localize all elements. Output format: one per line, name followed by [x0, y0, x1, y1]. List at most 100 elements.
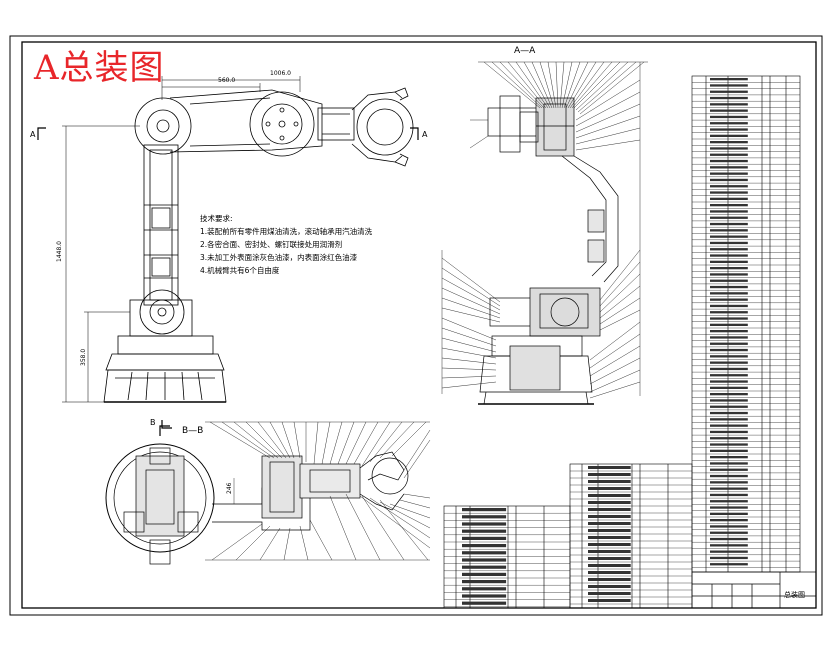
illegible-text-mark — [710, 487, 748, 490]
illegible-text-mark — [462, 601, 507, 605]
illegible-text-mark — [710, 418, 748, 421]
illegible-text-mark — [710, 197, 748, 200]
illegible-text-mark — [462, 572, 507, 576]
illegible-text-mark — [710, 519, 748, 522]
illegible-text-mark — [462, 587, 507, 591]
illegible-text-mark — [710, 229, 748, 232]
illegible-text-mark — [462, 515, 507, 519]
illegible-text-mark — [710, 210, 748, 213]
illegible-text-mark — [588, 473, 631, 476]
section-marker-left: A — [30, 130, 36, 139]
dimension-bottom-height: 246 — [226, 482, 233, 494]
illegible-text-mark — [710, 172, 748, 175]
illegible-text-mark — [588, 550, 631, 553]
illegible-text-mark — [710, 128, 748, 131]
illegible-text-mark — [710, 109, 748, 112]
illegible-text-mark — [710, 204, 748, 207]
illegible-text-mark — [710, 556, 748, 560]
illegible-text-mark — [710, 153, 748, 156]
illegible-text-mark — [710, 323, 748, 326]
illegible-text-mark — [710, 380, 748, 383]
title-block — [691, 571, 817, 609]
section-marker-bottom: B — [150, 418, 156, 427]
illegible-text-mark — [710, 222, 748, 226]
illegible-text-mark — [462, 580, 507, 584]
section-a-a-label: A—A — [514, 46, 536, 56]
illegible-text-mark — [588, 522, 631, 525]
illegible-text-mark — [462, 529, 507, 533]
illegible-text-mark — [588, 480, 631, 483]
illegible-text-mark — [588, 501, 631, 504]
illegible-text-mark — [710, 500, 748, 503]
illegible-text-mark — [710, 273, 748, 276]
technical-requirements: 技术要求: 1.装配前所有零件用煤油清洗，滚动轴承用汽油清洗 2.各密合面、密封… — [200, 212, 372, 277]
illegible-text-mark — [710, 254, 748, 257]
drawing-name: 总装图 — [784, 591, 805, 599]
illegible-text-mark — [710, 563, 748, 566]
illegible-text-mark — [588, 508, 631, 511]
illegible-text-mark — [588, 571, 631, 574]
illegible-text-mark — [710, 550, 748, 553]
illegible-text-mark — [588, 487, 631, 490]
outer-frame — [9, 35, 823, 616]
illegible-text-mark — [462, 536, 507, 540]
dimension-top-1: 560.0 — [218, 77, 236, 84]
illegible-text-mark — [710, 292, 748, 295]
illegible-text-mark — [588, 536, 631, 539]
illegible-text-mark — [710, 216, 748, 219]
illegible-text-mark — [710, 430, 748, 434]
illegible-text-mark — [462, 544, 507, 548]
illegible-text-mark — [710, 178, 748, 182]
illegible-text-mark — [710, 260, 748, 263]
illegible-text-mark — [710, 147, 748, 150]
illegible-text-mark — [710, 78, 748, 81]
illegible-text-mark — [462, 508, 507, 512]
illegible-text-mark — [710, 544, 748, 547]
parts-list-left-rows — [444, 508, 570, 607]
inner-frame — [21, 41, 817, 609]
illegible-text-mark — [710, 103, 748, 106]
drawing-title-stamp: A总装图 — [34, 48, 165, 88]
parts-list-left — [443, 505, 571, 609]
illegible-text-mark — [588, 494, 631, 497]
illegible-text-mark — [710, 348, 748, 352]
illegible-text-mark — [462, 565, 507, 569]
illegible-text-mark — [710, 386, 748, 389]
illegible-text-mark — [462, 551, 507, 555]
section-a-a — [441, 61, 648, 405]
illegible-text-mark — [710, 399, 748, 402]
illegible-text-mark — [462, 558, 507, 562]
illegible-text-mark — [710, 134, 748, 137]
illegible-text-mark — [710, 141, 748, 144]
illegible-text-mark — [710, 241, 748, 245]
illegible-text-mark — [710, 474, 748, 478]
tech-item: 2.各密合面、密封处、螺钉联接处用润滑剂 — [200, 240, 343, 249]
illegible-text-mark — [710, 355, 748, 358]
illegible-text-mark — [710, 96, 748, 100]
front-view — [37, 76, 419, 429]
illegible-text-mark — [588, 564, 631, 567]
illegible-text-mark — [710, 166, 748, 169]
illegible-text-mark — [710, 405, 748, 408]
illegible-text-mark — [710, 90, 748, 93]
illegible-text-mark — [710, 122, 748, 125]
illegible-text-mark — [710, 437, 748, 440]
illegible-text-mark — [710, 424, 748, 427]
illegible-text-mark — [710, 330, 748, 333]
dimension-left-height: 1448.0 — [56, 241, 63, 262]
illegible-text-mark — [710, 456, 748, 459]
section-b-b-label: B—B — [182, 426, 204, 436]
illegible-text-mark — [710, 84, 748, 87]
section-b-b — [105, 421, 431, 565]
illegible-text-mark — [710, 481, 748, 484]
illegible-text-mark — [710, 462, 748, 465]
illegible-text-mark — [710, 393, 748, 396]
illegible-text-mark — [462, 594, 507, 598]
illegible-text-mark — [588, 557, 631, 560]
illegible-text-mark — [588, 578, 631, 581]
illegible-text-mark — [588, 585, 631, 588]
illegible-text-mark — [710, 493, 748, 497]
illegible-text-mark — [710, 248, 748, 251]
